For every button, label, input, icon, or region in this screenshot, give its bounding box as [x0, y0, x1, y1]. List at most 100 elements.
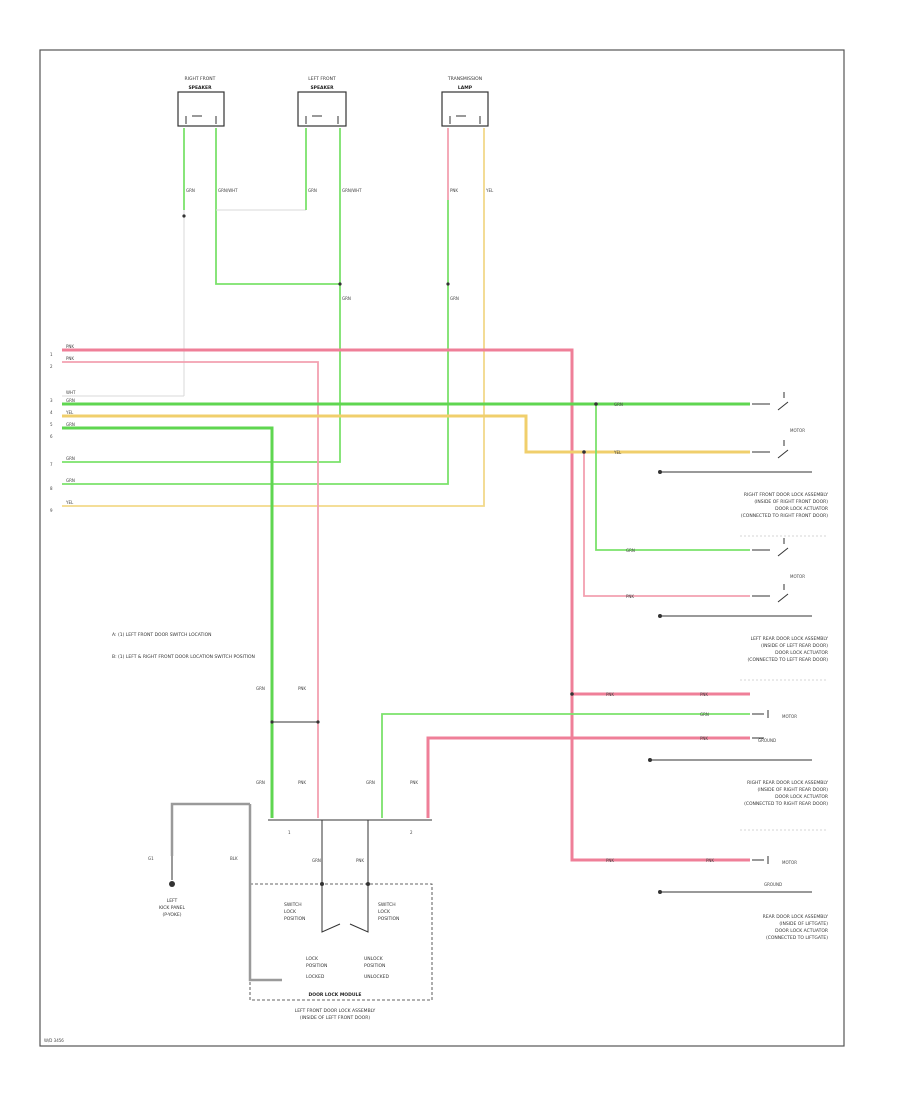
right-block-2: LEFT REAR DOOR LOCK ASSEMBLY (INSIDE OF … [748, 636, 829, 663]
wire-lamp-right [62, 128, 485, 507]
svg-text:PNK: PNK [700, 692, 708, 697]
svg-text:YEL: YEL [485, 188, 494, 193]
ground-point: G1 BLK LEFT KICK PANEL (P-YOKE) [148, 802, 282, 982]
left-pin-numbers: 1 2 3 4 5 6 7 8 9 [50, 352, 53, 513]
svg-text:PNK: PNK [626, 594, 634, 599]
note-a: A: (1) LEFT FRONT DOOR SWITCH LOCATION [112, 632, 212, 638]
svg-text:GRN: GRN [256, 686, 265, 691]
svg-text:(CONNECTED TO LIFTGATE): (CONNECTED TO LIFTGATE) [766, 935, 828, 941]
svg-text:DOOR LOCK ACTUATOR: DOOR LOCK ACTUATOR [775, 650, 828, 656]
top-component-right-front-speaker: RIGHT FRONT SPEAKER [177, 76, 225, 127]
svg-text:(INSIDE OF RIGHT REAR DOOR): (INSIDE OF RIGHT REAR DOOR) [758, 787, 829, 793]
svg-text:PNK: PNK [66, 356, 74, 361]
svg-text:YEL: YEL [65, 500, 74, 505]
right-switch-rows [648, 470, 826, 894]
wire-pink-branch [583, 452, 750, 597]
svg-text:GRN: GRN [66, 398, 75, 403]
svg-text:KICK PANEL: KICK PANEL [159, 905, 186, 911]
svg-text:POSITION: POSITION [284, 916, 305, 922]
svg-text:8: 8 [50, 486, 53, 491]
top-component-left-front-speaker: LEFT FRONT SPEAKER [297, 76, 347, 127]
right-block-4: REAR DOOR LOCK ASSEMBLY (INSIDE OF LIFTG… [763, 914, 829, 941]
page-ref: W/D 3456 [44, 1038, 64, 1043]
svg-text:(P-YOKE): (P-YOKE) [162, 912, 181, 918]
svg-text:2: 2 [410, 830, 413, 835]
svg-text:(INSIDE OF LEFT REAR DOOR): (INSIDE OF LEFT REAR DOOR) [761, 643, 828, 649]
svg-text:GRN: GRN [308, 188, 317, 193]
svg-text:PNK: PNK [410, 780, 418, 785]
wire-pink-module [426, 736, 750, 818]
svg-text:(CONNECTED TO RIGHT FRONT DOOR: (CONNECTED TO RIGHT FRONT DOOR) [741, 513, 828, 519]
svg-text:POSITION: POSITION [364, 963, 385, 969]
wire-green-branch [595, 404, 750, 551]
wire-pink-2 [62, 361, 319, 818]
svg-text:MOTOR: MOTOR [790, 574, 805, 579]
svg-text:(CONNECTED TO RIGHT REAR DOOR): (CONNECTED TO RIGHT REAR DOOR) [744, 801, 828, 807]
component-title: RIGHT FRONT [185, 76, 216, 82]
svg-text:LOCK: LOCK [378, 909, 391, 915]
svg-text:DOOR LOCK ACTUATOR: DOOR LOCK ACTUATOR [775, 506, 828, 512]
svg-text:GRN: GRN [450, 296, 459, 301]
wire-green-2 [62, 426, 274, 818]
top-component-transmission-lamp: TRANSMISSION LAMP [441, 76, 489, 127]
right-block-3: RIGHT REAR DOOR LOCK ASSEMBLY (INSIDE OF… [744, 780, 828, 807]
svg-text:DOOR LOCK ACTUATOR: DOOR LOCK ACTUATOR [775, 928, 828, 934]
svg-text:GRN: GRN [614, 402, 623, 407]
module-bus-label: DOOR LOCK MODULE [309, 992, 362, 998]
component-title: LEFT FRONT [308, 76, 336, 82]
svg-text:MOTOR: MOTOR [782, 714, 797, 719]
svg-text:RIGHT FRONT DOOR LOCK ASSEMBLY: RIGHT FRONT DOOR LOCK ASSEMBLY [744, 492, 828, 498]
svg-text:9: 9 [50, 508, 53, 513]
svg-text:GRN: GRN [312, 858, 321, 863]
module-subtitle: (INSIDE OF LEFT FRONT DOOR) [300, 1015, 370, 1021]
svg-text:4: 4 [50, 410, 53, 415]
diagram-frame [39, 49, 845, 1047]
svg-text:6: 6 [50, 434, 53, 439]
svg-text:LOCK: LOCK [284, 909, 297, 915]
wire-rf-speaker-right [215, 128, 340, 285]
svg-text:LOCKED: LOCKED [306, 974, 325, 980]
svg-text:SWITCH: SWITCH [378, 902, 396, 908]
svg-text:PNK: PNK [298, 686, 306, 691]
svg-text:LEFT REAR DOOR LOCK ASSEMBLY: LEFT REAR DOOR LOCK ASSEMBLY [751, 636, 829, 642]
wire-pink-1 [62, 348, 750, 862]
svg-text:PNK: PNK [66, 344, 74, 349]
svg-text:GRN: GRN [256, 780, 265, 785]
component-subtitle: LAMP [458, 85, 473, 91]
svg-text:GRN: GRN [700, 712, 709, 717]
bottom-module: 1 2 GRN PNK SWITCH LOCK POSITION SWITCH … [249, 819, 433, 1021]
svg-text:G1: G1 [148, 856, 154, 861]
svg-text:GRN/WHT: GRN/WHT [218, 188, 238, 193]
svg-text:GRN/WHT: GRN/WHT [342, 188, 362, 193]
svg-text:(CONNECTED TO LEFT REAR DOOR): (CONNECTED TO LEFT REAR DOOR) [748, 657, 829, 663]
svg-text:POSITION: POSITION [378, 916, 399, 922]
svg-text:YEL: YEL [65, 410, 74, 415]
svg-text:(INSIDE OF RIGHT FRONT DOOR): (INSIDE OF RIGHT FRONT DOOR) [754, 499, 828, 505]
svg-text:GRN: GRN [66, 478, 75, 483]
svg-text:MOTOR: MOTOR [790, 428, 805, 433]
wire-green-module [381, 713, 750, 818]
svg-text:1: 1 [288, 830, 291, 835]
svg-text:REAR DOOR LOCK ASSEMBLY: REAR DOOR LOCK ASSEMBLY [763, 914, 829, 920]
component-subtitle: SPEAKER [188, 85, 212, 91]
svg-text:UNLOCK: UNLOCK [364, 956, 384, 962]
svg-text:GRN: GRN [626, 548, 635, 553]
svg-text:POSITION: POSITION [306, 963, 327, 969]
svg-text:7: 7 [50, 462, 53, 467]
svg-text:3: 3 [50, 398, 53, 403]
svg-text:5: 5 [50, 422, 53, 427]
svg-text:GRN: GRN [66, 456, 75, 461]
component-subtitle: SPEAKER [310, 85, 334, 91]
svg-text:GROUND: GROUND [764, 882, 782, 887]
svg-text:PNK: PNK [298, 780, 306, 785]
svg-text:PNK: PNK [606, 858, 614, 863]
svg-text:YEL: YEL [613, 450, 622, 455]
svg-text:1: 1 [50, 352, 53, 357]
svg-text:DOOR LOCK ACTUATOR: DOOR LOCK ACTUATOR [775, 794, 828, 800]
svg-text:GRN: GRN [366, 780, 375, 785]
svg-text:PNK: PNK [356, 858, 364, 863]
svg-text:PNK: PNK [700, 736, 708, 741]
wire-lamp-left-green [62, 200, 449, 485]
svg-text:GROUND: GROUND [758, 738, 776, 743]
